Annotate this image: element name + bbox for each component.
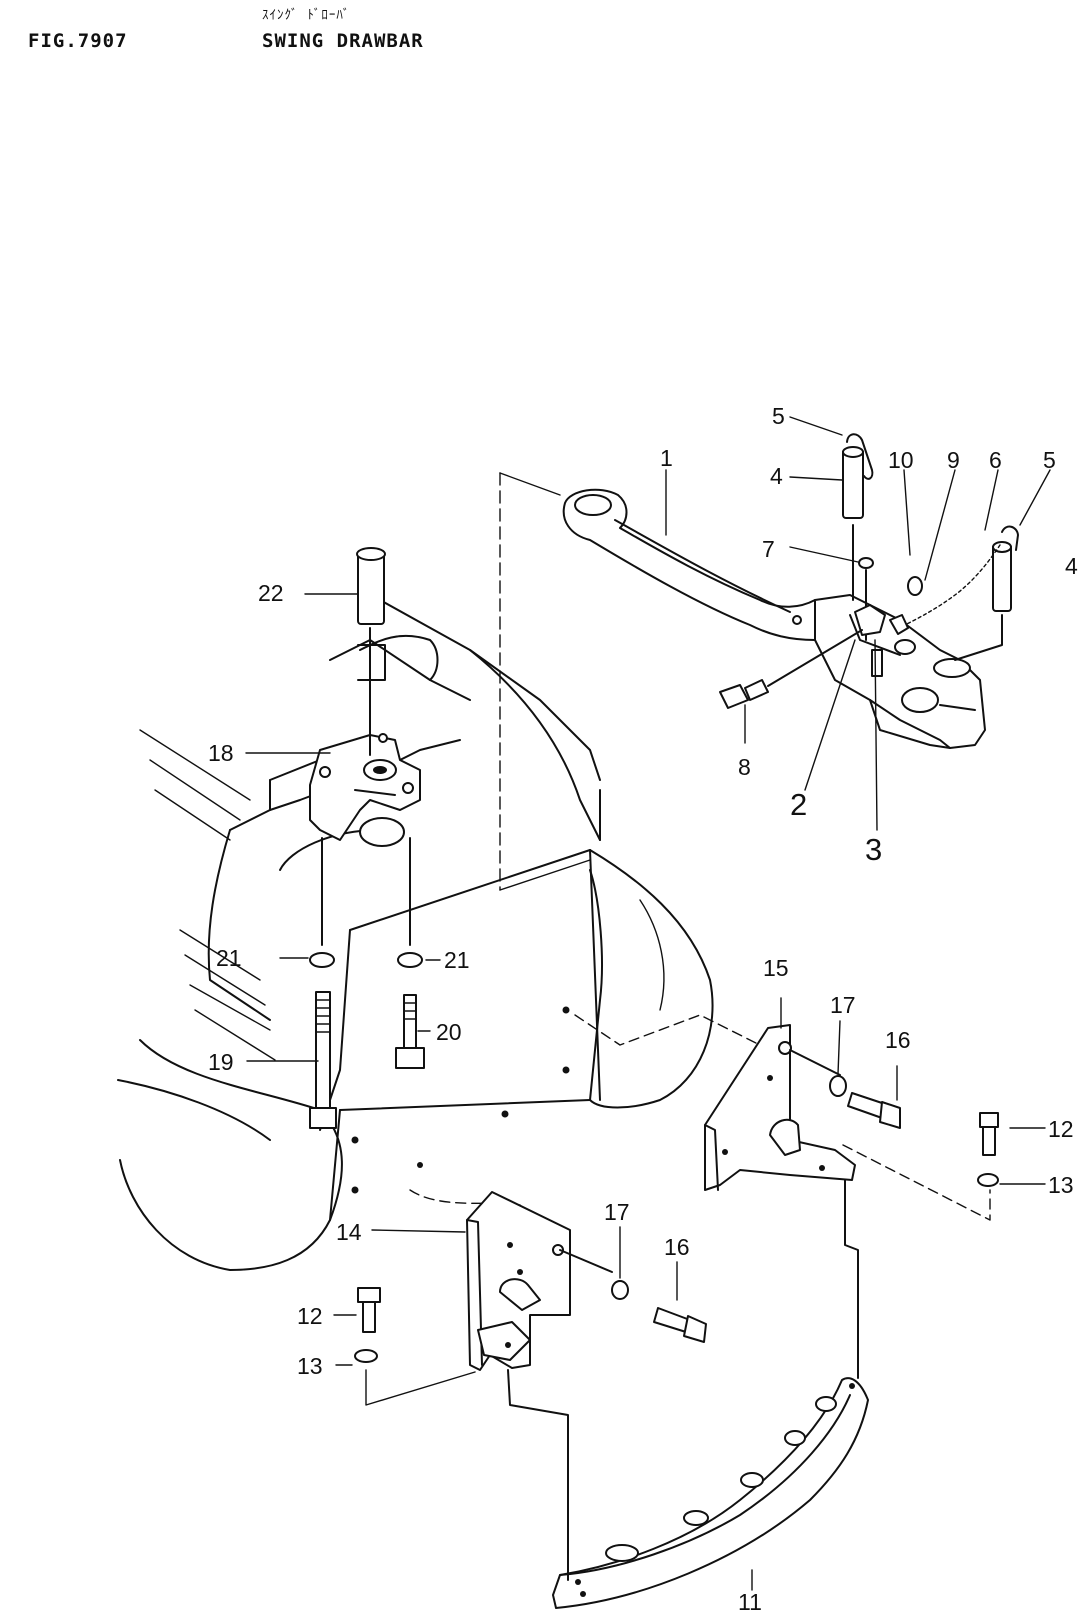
parts-19-20-21-bolts-washers [309,837,425,1129]
callout-8: 8 [738,754,751,780]
callout-3: 3 [865,832,882,867]
callout-17-right: 17 [830,992,856,1018]
part-22-pin [356,547,386,756]
callout-22: 22 [258,580,284,606]
callout-labels: 5 4 1 10 9 6 5 4 7 8 2 3 22 18 21 21 20 … [208,403,1078,1613]
parts-12-13-right-bolt-washer [842,1112,999,1221]
callout-12-left: 12 [297,1303,323,1329]
figure-title-kana: ｽｲﾝｸﾞ ﾄﾞﾛｰﾊﾞ [262,8,351,23]
part-18-support-bracket [309,733,421,847]
parts-4-5-pins-clips [842,433,1019,661]
callout-11: 11 [738,1589,762,1613]
callout-12-right: 12 [1048,1116,1074,1142]
callout-6: 6 [989,447,1002,473]
parts-16-17-left-bolt-washer [611,1280,707,1343]
parts-12-13-left-bolt-washer [354,1287,476,1406]
callout-14: 14 [336,1219,362,1245]
part-11-circle-bar [507,1179,869,1609]
figure-title: SWING DRAWBAR [262,30,424,52]
callout-9: 9 [947,447,960,473]
callout-19: 19 [208,1049,234,1075]
figure-number: FIG.7907 [28,30,128,52]
callout-5: 5 [772,403,785,429]
callout-7: 7 [762,536,775,562]
callout-2: 2 [790,787,807,822]
callout-16-right: 16 [885,1027,911,1053]
callout-17-left: 17 [604,1199,630,1225]
callout-10: 10 [888,447,914,473]
callout-15: 15 [763,955,789,981]
callout-13-right: 13 [1048,1172,1074,1198]
parts-16-17-right-bolt-washer [829,1075,901,1129]
callout-5-right: 5 [1043,447,1056,473]
leader-lines [245,416,1051,1591]
part-1-drawbar [562,488,816,641]
callout-4: 4 [770,463,783,489]
callout-1: 1 [660,445,673,471]
callout-21-right: 21 [444,947,470,973]
callout-20: 20 [436,1019,462,1045]
callout-16-left: 16 [664,1234,690,1260]
machine-frame [117,472,771,1271]
callout-21-left: 21 [216,945,242,971]
callout-4-right: 4 [1065,553,1078,579]
callout-13-left: 13 [297,1353,323,1379]
part-15-right-bracket [704,1024,856,1191]
part-8-bolt [719,629,863,709]
part-14-left-bracket [466,1191,613,1371]
callout-18: 18 [208,740,234,766]
